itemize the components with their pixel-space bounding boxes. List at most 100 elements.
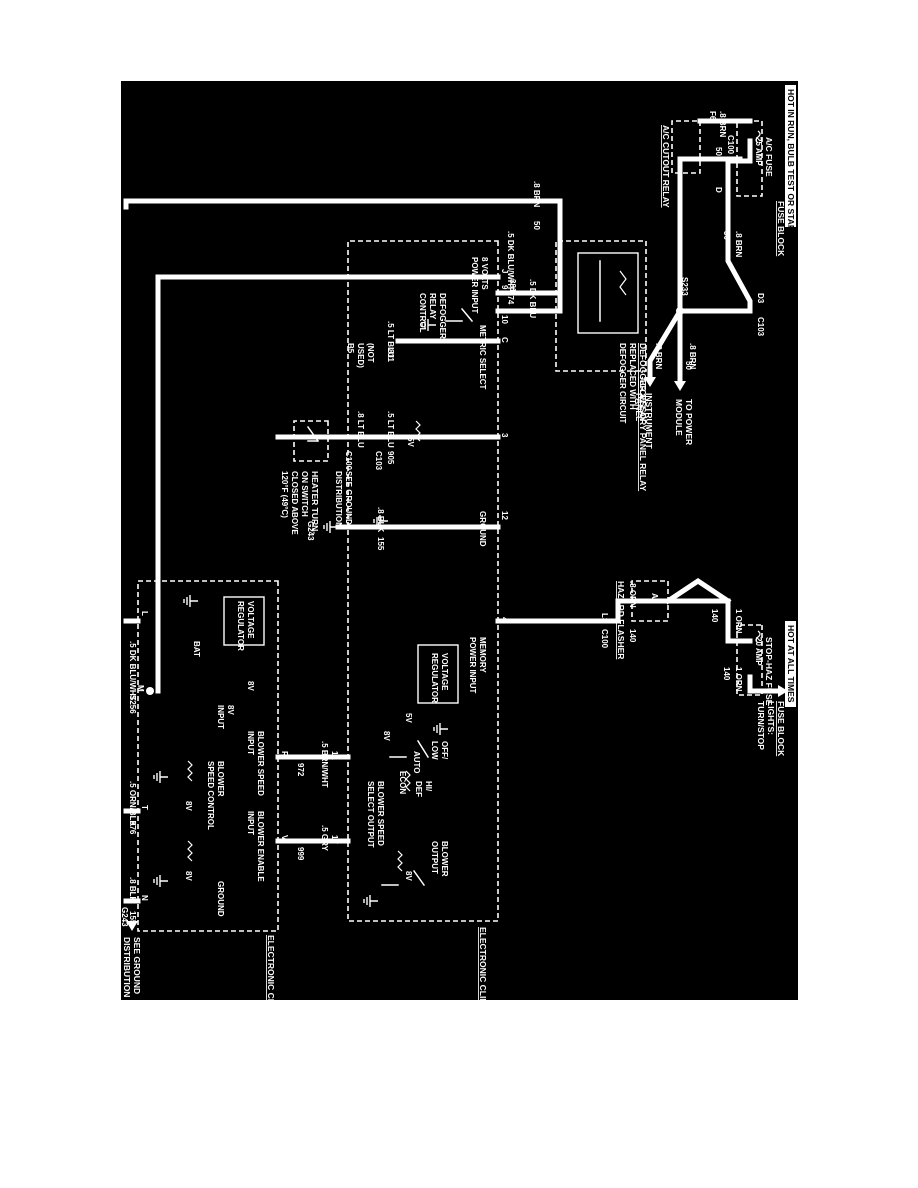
blower-enable-label: BLOWER ENABLE xyxy=(256,811,265,882)
see-ground-label: SEE GROUND xyxy=(344,471,353,525)
resistor-icon-2 xyxy=(405,770,411,792)
vreg-prog-label: VOLTAGE xyxy=(246,601,255,639)
lights-label-2: TURN/STOP xyxy=(756,701,766,750)
ecc-head-label: ELECTRONIC CLIMATE CONTROL (ECC) HEAD xyxy=(478,927,488,1000)
brn-to-instrument-panel xyxy=(647,307,684,380)
brn-to-hvac-head xyxy=(677,156,743,314)
svg-text:HOT IN RUN, BULB TEST OR START: HOT IN RUN, BULB TEST OR START xyxy=(786,89,796,237)
memory-label-2: POWER INPUT xyxy=(468,637,477,694)
resistor-icon-5 xyxy=(187,840,193,862)
hot-at-all-times-header: HOT AT ALL TIMES xyxy=(785,621,796,707)
defogger-relay-note-2: DEFOGGER CIRCUIT xyxy=(618,343,627,424)
ground-icon xyxy=(363,895,378,907)
arrow-power-module xyxy=(674,381,686,391)
connector-c103-b: C103 xyxy=(374,451,383,471)
wiring-diagram: HOT IN RUN, BULB TEST OR START HOT AT AL… xyxy=(121,85,796,1000)
lights-label: LIGHTS: xyxy=(766,701,776,735)
defogger-control-label: DEFOGGER xyxy=(438,293,447,339)
wire-num-974: 974 xyxy=(506,291,515,305)
pin-9: 9 xyxy=(500,285,509,290)
ground-prog-label: GROUND xyxy=(216,881,225,917)
ground-icon xyxy=(433,723,448,735)
heater-switch-label-2: ON SWITCH xyxy=(300,471,309,517)
v8-input-label: 8V xyxy=(226,705,235,715)
not-used-label-2: USED) xyxy=(356,343,365,368)
splice-s233-label: S233 xyxy=(680,277,689,296)
pin-r: R xyxy=(280,751,289,757)
wire-num-155-2: 155 xyxy=(128,911,137,925)
instrument-panel-label-2: PANEL xyxy=(634,393,644,421)
wire-label-gry: .5 GRY xyxy=(320,825,329,852)
v8-input-label-2: INPUT xyxy=(216,705,225,729)
wire-label-lt-blu: .5 LT BLU xyxy=(386,321,395,358)
heater-switch-box xyxy=(293,420,329,462)
ac-cutout-relay-box xyxy=(671,120,701,174)
ac-cutout-relay-label: A/C CUTOUT RELAY xyxy=(661,125,671,208)
ground-icon xyxy=(323,521,338,533)
ground-icon xyxy=(421,319,436,331)
relay-contact-icon xyxy=(619,270,627,296)
connector-c100: C100 xyxy=(726,135,735,155)
accessory-relay-label: ACCESSORY PANEL RELAY xyxy=(638,377,648,491)
connector-d: D xyxy=(714,187,723,193)
resistor-icon-3 xyxy=(397,850,403,872)
wire-label-blk: .8 BLK xyxy=(376,507,385,533)
pin-12: 12 xyxy=(500,511,509,520)
splice-s256 xyxy=(146,687,154,695)
resistor-icon-4 xyxy=(187,760,193,782)
ground-icon xyxy=(183,595,198,607)
eight-volt-label: 8V xyxy=(404,871,413,881)
eight-volt-label-2: 8V xyxy=(382,731,391,741)
ground-g243: G243 xyxy=(306,521,315,541)
blower-select-label: BLOWER SPEED xyxy=(376,781,385,846)
wire-label-brn-3: .8 BRN xyxy=(654,343,663,369)
blower-output-label: BLOWER xyxy=(440,841,449,877)
power-module-label-2: MODULE xyxy=(674,399,684,436)
hot-in-run-header: HOT IN RUN, BULB TEST OR START xyxy=(785,85,796,237)
wire-num-50-2: 50 xyxy=(722,231,731,240)
orn-feed-memory xyxy=(495,598,753,644)
instrument-panel-label: INSTRUMENT xyxy=(644,393,654,450)
defogger-control-label-2: RELAY xyxy=(428,293,437,320)
five-volt-label: 5V xyxy=(404,713,413,723)
pin-4: 4 xyxy=(500,617,509,622)
pin-v: V xyxy=(280,835,289,841)
connector-c100-b: C100 xyxy=(344,451,353,471)
arrow-see-ground xyxy=(126,921,138,931)
off-low-label-2: LOW xyxy=(430,741,439,760)
memory-label: MEMORY xyxy=(478,637,487,673)
brn-main-feed xyxy=(677,138,753,314)
wire-label-lt-blu-8: .8 LT BLU xyxy=(356,411,365,448)
stop-haz-fuse-amp: 20 AMP xyxy=(754,637,763,666)
hazard-flasher-box xyxy=(631,580,669,622)
eight-volts-label: 8 VOLTS xyxy=(480,257,489,290)
wire-label-orn-8: .8 ORN xyxy=(628,581,637,608)
pin-t: T xyxy=(140,805,149,810)
wire-label-blk-2: .8 BLK xyxy=(128,877,137,903)
accessory-panel-relay-box xyxy=(555,240,647,372)
wire-num-50-3: 50 xyxy=(684,361,693,370)
wire-num-50-4: 50 xyxy=(532,221,541,230)
vreg-prog-label-2: REGULATOR xyxy=(236,601,245,651)
connector-c103: C103 xyxy=(756,317,765,337)
pin-n: N xyxy=(140,895,149,901)
voltage-regulator-head xyxy=(417,644,459,704)
see-ground-b-label-2: DISTRIBUTION xyxy=(122,937,132,997)
heater-switch-contact xyxy=(306,425,320,443)
wire-num-972: 972 xyxy=(296,763,305,777)
power-module-label: TO POWER xyxy=(684,399,694,445)
wire-label-dk-blu-wht: .5 DK BLU/WHT xyxy=(506,231,515,291)
not-used-label: (NOT xyxy=(366,343,375,363)
wire-label-orn-blk: .5 ORN/BLK xyxy=(128,781,137,827)
fuse-block-label-2: FUSE BLOCK xyxy=(776,701,786,757)
fuse-icon xyxy=(755,130,761,144)
wire-num-140-2: 140 xyxy=(710,609,719,623)
pin-12b: 12 xyxy=(330,751,339,760)
pin-l: L xyxy=(140,611,149,616)
econ-label: ECON xyxy=(398,771,407,794)
orn-to-hazard xyxy=(664,577,732,605)
svg-text:HOT AT ALL TIMES: HOT AT ALL TIMES xyxy=(786,625,796,703)
pin-j: J xyxy=(500,269,509,273)
five-volt-label-2: 5V xyxy=(406,437,415,447)
wire-num-905: 905 xyxy=(386,451,395,465)
